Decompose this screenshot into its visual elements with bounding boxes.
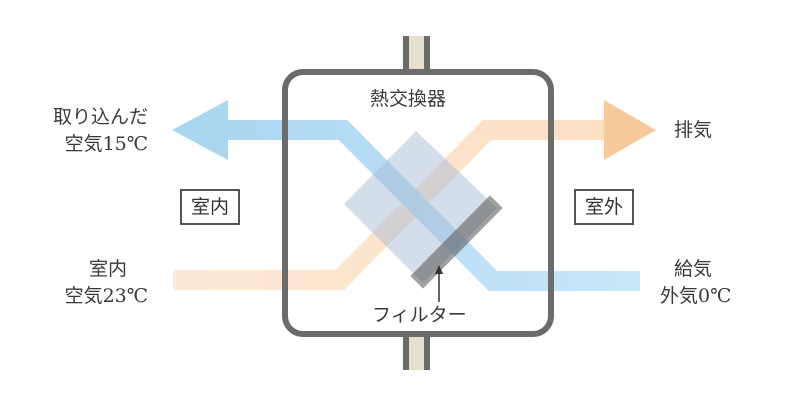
indoor-zone-label: 室内 (180, 189, 241, 225)
duct-pipe-top (403, 36, 430, 72)
supply-air-label: 給気 外気0℃ (660, 256, 731, 310)
room-air-label: 室内 空気23℃ (48, 256, 148, 310)
outdoor-zone-label: 室外 (574, 189, 635, 225)
duct-pipe-bottom (403, 334, 430, 370)
room-air-line2: 空気23℃ (64, 285, 148, 307)
room-air-line1: 室内 (88, 258, 127, 280)
exhaust-arrow-icon (604, 100, 656, 160)
intake-air-line2: 空気15℃ (64, 133, 148, 155)
filter-label: フィルター (372, 304, 467, 326)
supply-air-line1: 給気 (674, 258, 713, 280)
intake-air-line1: 取り込んだ (52, 106, 148, 128)
intake-arrow-icon (172, 100, 228, 160)
heat-exchanger-frame (282, 69, 554, 337)
filter (410, 195, 503, 289)
filter-pointer-arrow (435, 265, 443, 302)
heat-exchanger-title: 熱交換器 (370, 88, 447, 110)
intake-air-label: 取り込んだ 空気15℃ (48, 104, 148, 158)
supply-air-line2: 外気0℃ (660, 285, 732, 307)
exhaust-label: 排気 (674, 119, 713, 141)
